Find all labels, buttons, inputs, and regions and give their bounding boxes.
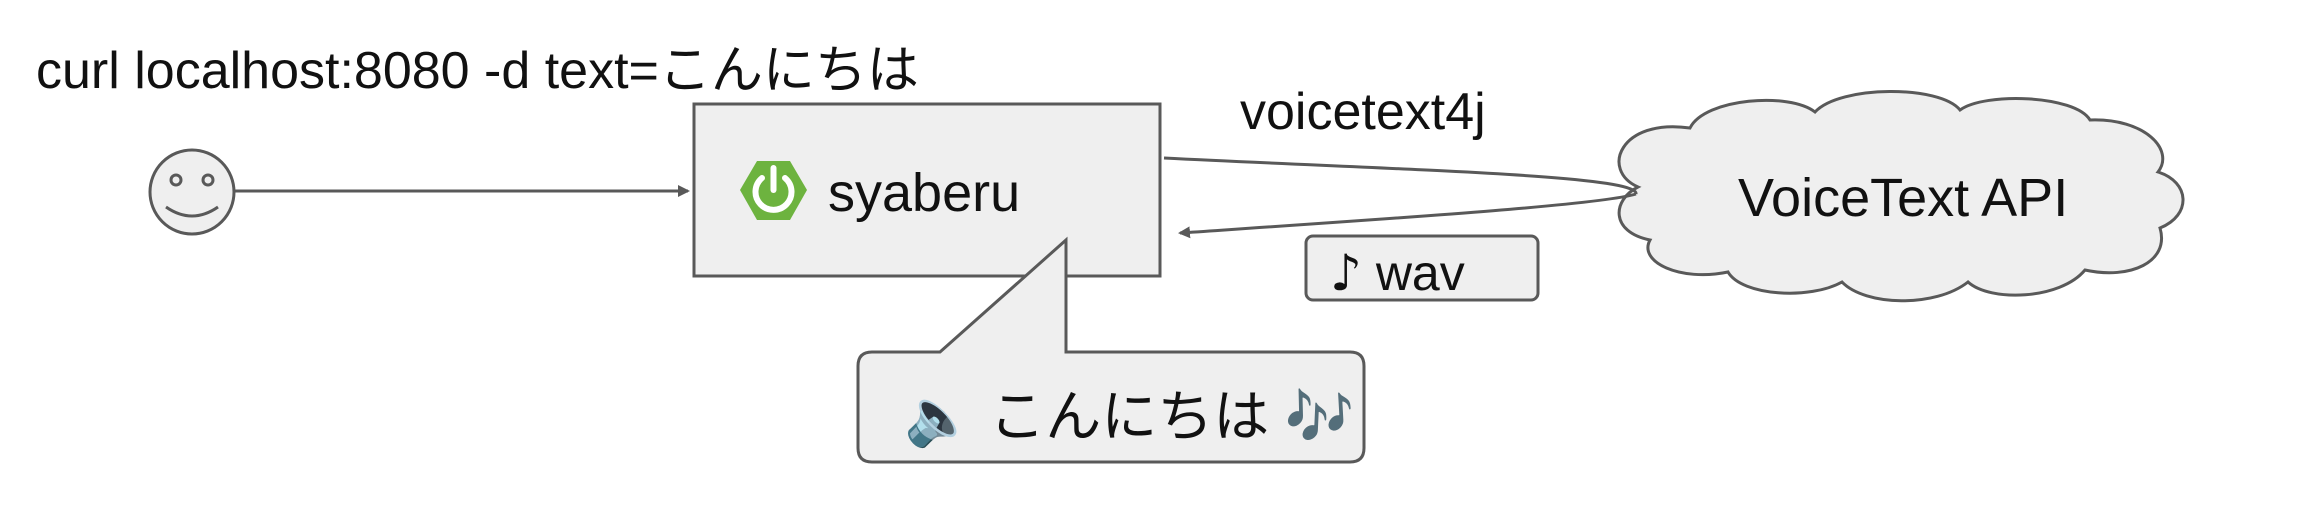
voicetext-api-cloud (1617, 90, 2185, 303)
service-name: syaberu (828, 163, 1021, 223)
speech-text: 🔈 こんにちは 🎶 (904, 372, 1355, 453)
greeting-text: こんにちは (989, 385, 1270, 448)
api-request-line (1163, 156, 1638, 195)
smiley-face-icon (148, 148, 236, 236)
speaker-icon: 🔈 (904, 385, 974, 450)
library-label: voicetext4j (1240, 83, 1486, 141)
music-notes-icon: 🎶 (1284, 385, 1355, 450)
api-response-arrow (1178, 192, 1637, 239)
music-note-icon: ♪ (1330, 244, 1362, 302)
speech-bubble (856, 236, 1366, 464)
curl-command-text: curl localhost:8080 -d text=こんにちは (36, 42, 919, 100)
api-label: VoiceText API (1738, 168, 2069, 228)
wav-label: ♪ wav (1330, 244, 1465, 302)
wav-text: wav (1375, 245, 1465, 301)
wav-label-box (1304, 234, 1540, 302)
service-box (692, 102, 1162, 278)
spring-power-icon (740, 161, 807, 220)
